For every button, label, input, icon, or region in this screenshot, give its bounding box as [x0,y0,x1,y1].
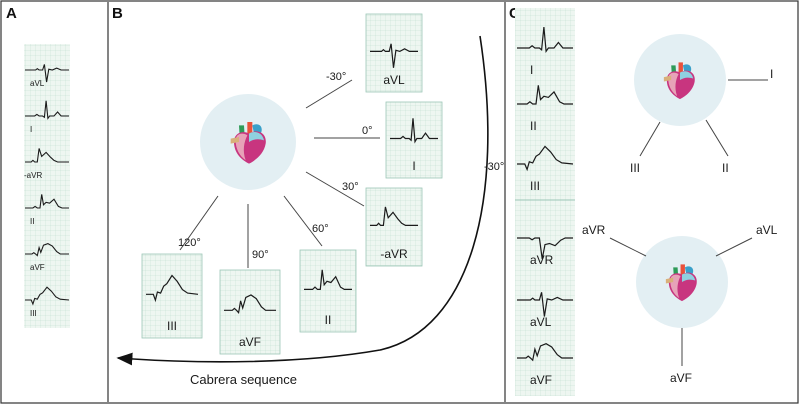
c-label-i: I [530,63,533,77]
a-label-iii: III [30,309,37,318]
lead-card-avf: aVF 90° [219,249,281,355]
lead-label-avr: -aVR [380,247,408,261]
cabrera-arrow [116,35,489,366]
c-label-avl: aVL [530,315,552,329]
c-trace-avr [517,237,573,260]
a-label-avf: aVF [30,263,45,272]
lead-card-grid-avr [365,187,423,267]
c-trace-i [517,27,573,53]
a-label-i: I [30,125,32,134]
a-trace-ii [25,194,69,209]
axis-line-avl [305,79,353,109]
panel-b: aVL -30° I 0° -aVR 30° II 60° aVF 90° III 120° Cabr… [116,13,504,387]
panel-letter-b: B [112,5,123,22]
lead-angle-avr: 30° [342,181,359,193]
c-label-avr: aVR [530,253,554,267]
c-trace-iii [517,145,574,172]
panel-a-grid [24,44,70,328]
lead-card-ii: II 60° [299,223,357,333]
lead-card-i: I 0° [362,101,443,179]
c-label-avf: aVF [530,373,552,387]
axis-line-maVR [305,171,365,207]
a-trace-iii [25,286,70,306]
a-trace-avf [25,242,69,257]
lead-card-avl: aVL -30° [326,13,423,93]
lead-card-grid-iii [141,253,203,339]
a-trace-i [25,100,69,120]
bottom-axis-label-avr: aVR [582,223,606,237]
lead-angle-i: 0° [362,125,373,137]
lead-card-iii: III 120° [141,237,203,339]
lead-card-grid-i [385,101,443,179]
c-label-ii: II [530,119,537,133]
lead-angle-avf: 90° [252,249,269,261]
top-axis-label-ii: II [722,161,729,175]
lead-trace-avr [370,206,418,226]
lead-card-grid-avl [365,13,423,93]
a-label-ii: II [30,217,34,226]
lead-trace-ii [304,269,352,290]
a-label-avr: -aVR [24,171,42,180]
c-trace-ii [517,85,573,105]
a-trace-avr [25,148,69,163]
top-axis-label-iii: III [630,161,640,175]
bottom-axis-line-avr [609,237,647,257]
panel-letter-c: C [509,5,520,22]
lead-label-i: I [412,159,415,173]
lead-angle-iii: 120° [178,237,201,249]
top-axis-line-iii [639,121,661,157]
top-axis-label-i: I [770,67,773,81]
lead-label-ii: II [325,313,332,327]
panel-letter-a: A [6,5,17,22]
bottom-axis-label-avf: aVF [670,371,692,385]
lead-label-iii: III [167,319,177,333]
lead-angle-ii: 60° [312,223,329,235]
lead-card-avr: -aVR 30° [342,181,423,267]
bottom-axis-label-avl: aVL [756,223,778,237]
lead-trace-iii [146,274,199,303]
panel-c-grid [515,8,575,396]
top-axis-line-ii [705,119,729,157]
lead-angle-avl: -30° [326,71,346,83]
bottom-axis-line-avl [715,237,753,257]
c-label-iii: III [530,179,540,193]
lead-trace-avl [370,43,418,68]
panel-a: aVL I -aVR II aVF III [24,44,70,328]
lead-label-avf: aVF [239,335,261,349]
cabrera-label: Cabrera sequence [190,372,297,387]
lead-card-grid-ii [299,249,357,333]
cabrera-arrow-angle: -30° [484,161,504,173]
lead-trace-avf [224,294,276,315]
lead-card-grid-avf [219,269,281,355]
lead-trace-i [390,118,438,144]
lead-label-avl: aVL [383,73,405,87]
a-label-avl: aVL [30,79,45,88]
c-trace-avl [517,292,573,317]
a-trace-avl [25,64,69,83]
axis-line-iii [179,195,219,251]
axis-line-ii [283,195,323,247]
c-trace-avf [517,343,573,362]
